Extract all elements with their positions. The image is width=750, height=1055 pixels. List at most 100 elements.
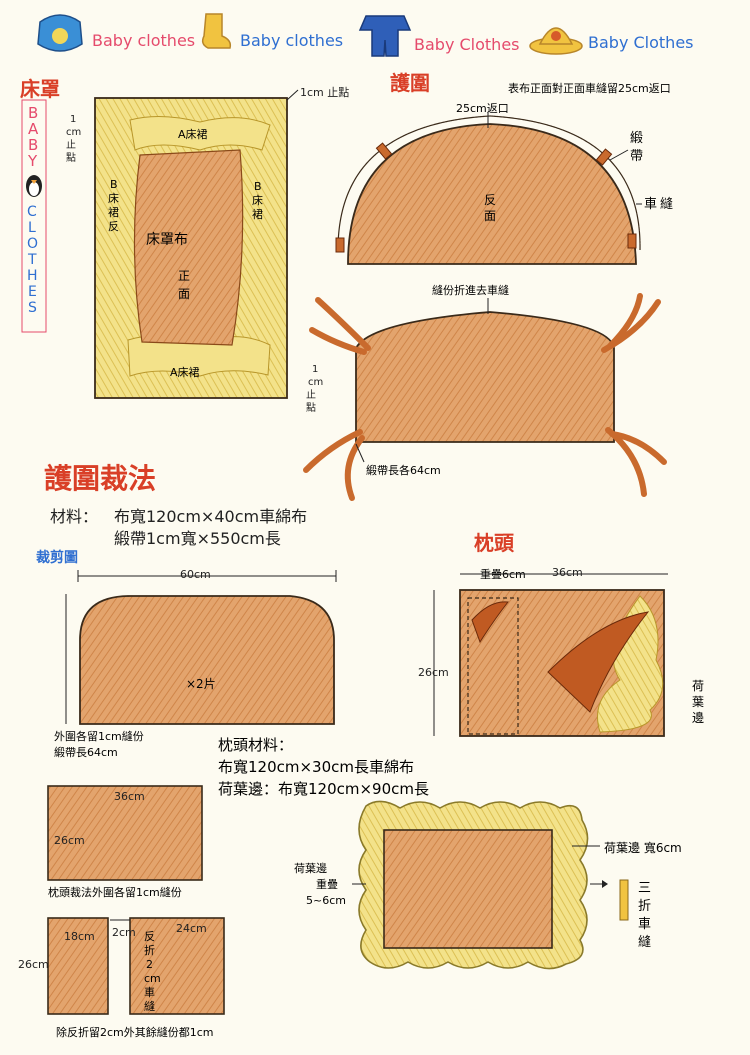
pillow-cut-piece — [47, 785, 203, 881]
sock-icon — [201, 13, 232, 49]
pillow-title: 枕頭 — [474, 531, 515, 555]
svg-text:縫: 縫 — [144, 999, 155, 1013]
banner-text-4: Baby Clothes — [588, 33, 694, 52]
back-a-width: 18cm — [64, 930, 95, 943]
bedskirt-right-note: 1 cm 止 點 — [306, 364, 323, 414]
bib-icon — [37, 14, 83, 52]
svg-text:1: 1 — [312, 364, 318, 375]
svg-text:荷葉邊: 荷葉邊 — [294, 861, 327, 875]
pillow-back-b — [129, 917, 225, 1015]
svg-text:B: B — [254, 180, 262, 193]
tri-fold-label: 三 折 車 縫 — [638, 881, 651, 950]
seam-label: 車 縫 — [644, 197, 673, 212]
svg-text:B: B — [28, 136, 38, 154]
svg-text:T: T — [27, 252, 37, 268]
material-line-1: 布寬120cm×40cm車綿布 — [114, 507, 307, 526]
svg-text:B: B — [110, 178, 118, 191]
back-height: 26cm — [18, 958, 49, 971]
bumper-inner-label: 反 面 — [484, 193, 496, 223]
cut-note-1: 外圍各留1cm縫份 — [54, 729, 144, 743]
bedskirt-top-note: 1cm 止點 — [300, 86, 349, 99]
bumper-bottom-shape — [355, 311, 615, 443]
svg-text:面: 面 — [178, 287, 190, 301]
ruffled-pillow-center — [383, 829, 553, 949]
svg-text:點: 點 — [66, 151, 76, 164]
bedskirt-center-label: 床罩布 — [146, 232, 188, 248]
fold-label: 縫份折進去車縫 — [432, 283, 509, 297]
svg-text:cm: cm — [308, 377, 323, 388]
svg-text:裙: 裙 — [252, 208, 263, 221]
side-brand-text: B A B Y C L O T H E S — [21, 99, 47, 333]
svg-text:止: 止 — [66, 139, 76, 151]
skirt-top-ruffle — [129, 115, 271, 151]
cut-note-2: 緞帶長64cm — [54, 745, 118, 759]
svg-text:面: 面 — [484, 209, 496, 223]
svg-text:縫: 縫 — [638, 935, 651, 950]
skirt-left-label: B 床 裙 反 — [108, 178, 119, 233]
pieces-label: ×2片 — [186, 677, 216, 691]
ribbon-length-label: 緞帶長各64cm — [366, 463, 441, 477]
ribbon-label: 緞 帶 — [630, 130, 643, 164]
svg-text:裙: 裙 — [108, 206, 119, 219]
skirt-bottom-label: A床裙 — [170, 365, 200, 379]
pillow-material-2: 荷葉邊：布寬120cm×90cm長 — [218, 780, 429, 798]
svg-text:E: E — [28, 284, 37, 300]
penguin-icon — [26, 175, 42, 197]
svg-text:cm: cm — [144, 972, 161, 985]
banner-text-2: Baby clothes — [240, 31, 343, 50]
pillow-back-a — [47, 917, 109, 1015]
svg-text:O: O — [27, 236, 38, 252]
svg-text:邊: 邊 — [692, 711, 704, 725]
svg-text:葉: 葉 — [692, 695, 704, 709]
bedskirt-title: 床罩 — [20, 77, 60, 101]
svg-text:車: 車 — [638, 917, 651, 932]
banner-text-3: Baby Clothes — [414, 35, 520, 54]
pillow-cut-height: 26cm — [54, 834, 85, 847]
bedskirt-center-fabric — [133, 149, 244, 346]
pillow-section: 枕頭 重疊6cm 36cm 26cm 荷 葉 邊 枕頭材料： 布寬120cm×3… — [18, 531, 704, 1039]
svg-text:H: H — [27, 268, 38, 284]
pillow-cut-width: 36cm — [114, 790, 145, 803]
svg-text:反: 反 — [484, 193, 496, 207]
svg-text:1: 1 — [70, 114, 76, 125]
bottom-note: 除反折留2cm外其餘縫份都1cm — [56, 1025, 214, 1039]
pillow-ruffle-peek — [597, 595, 664, 733]
bumper-title: 護圍 — [390, 71, 430, 95]
pillow-width-label: 36cm — [552, 566, 583, 579]
svg-text:折: 折 — [144, 943, 155, 957]
tri-fold-strip — [619, 879, 629, 921]
svg-text:重疊: 重疊 — [316, 877, 338, 891]
pillow-material-1: 布寬120cm×30cm長車綿布 — [218, 758, 414, 776]
svg-text:Y: Y — [27, 152, 38, 170]
svg-text:正: 正 — [178, 269, 190, 283]
cut-width-label: 60cm — [180, 568, 211, 581]
svg-text:5~6cm: 5~6cm — [306, 894, 346, 907]
pillow-fold-flap — [547, 611, 650, 713]
header-banner: Baby clothes Baby clothes Baby Clothes B… — [37, 13, 694, 57]
bedskirt-diagram: A床裙 A床裙 B 床 裙 反 B 床 裙 床罩布 正 面 1cm 止點 1 c… — [66, 86, 349, 414]
svg-text:荷: 荷 — [692, 679, 704, 693]
svg-text:S: S — [28, 300, 37, 316]
svg-text:止: 止 — [306, 389, 316, 401]
svg-text:點: 點 — [306, 401, 316, 414]
svg-text:B: B — [28, 104, 38, 122]
pillow-height-label: 26cm — [418, 666, 449, 679]
pillow-cut-note: 枕頭裁法外圍各留1cm縫份 — [48, 885, 182, 899]
fold-note: 反 折 2 cm 車 縫 — [144, 930, 161, 1013]
svg-text:cm: cm — [66, 127, 81, 138]
pillow-overlap-zone — [467, 597, 519, 735]
svg-text:車: 車 — [144, 985, 155, 999]
bedskirt-left-note: 1 cm 止 點 — [66, 114, 81, 164]
romper-icon — [358, 15, 412, 57]
svg-text:車: 車 — [644, 197, 657, 212]
svg-text:三: 三 — [638, 881, 651, 896]
svg-text:床: 床 — [252, 193, 263, 207]
svg-text:C: C — [27, 204, 37, 220]
bumper-top-shape — [347, 123, 637, 265]
pillow-ruffle-side-label: 荷 葉 邊 — [692, 679, 704, 725]
pillow-materials-title: 枕頭材料： — [218, 736, 293, 754]
svg-text:緞: 緞 — [630, 130, 643, 146]
material-line-2: 緞帶1cm寬×550cm長 — [114, 529, 281, 548]
svg-text:折: 折 — [638, 899, 651, 914]
skirt-top-label: A床裙 — [178, 127, 208, 141]
